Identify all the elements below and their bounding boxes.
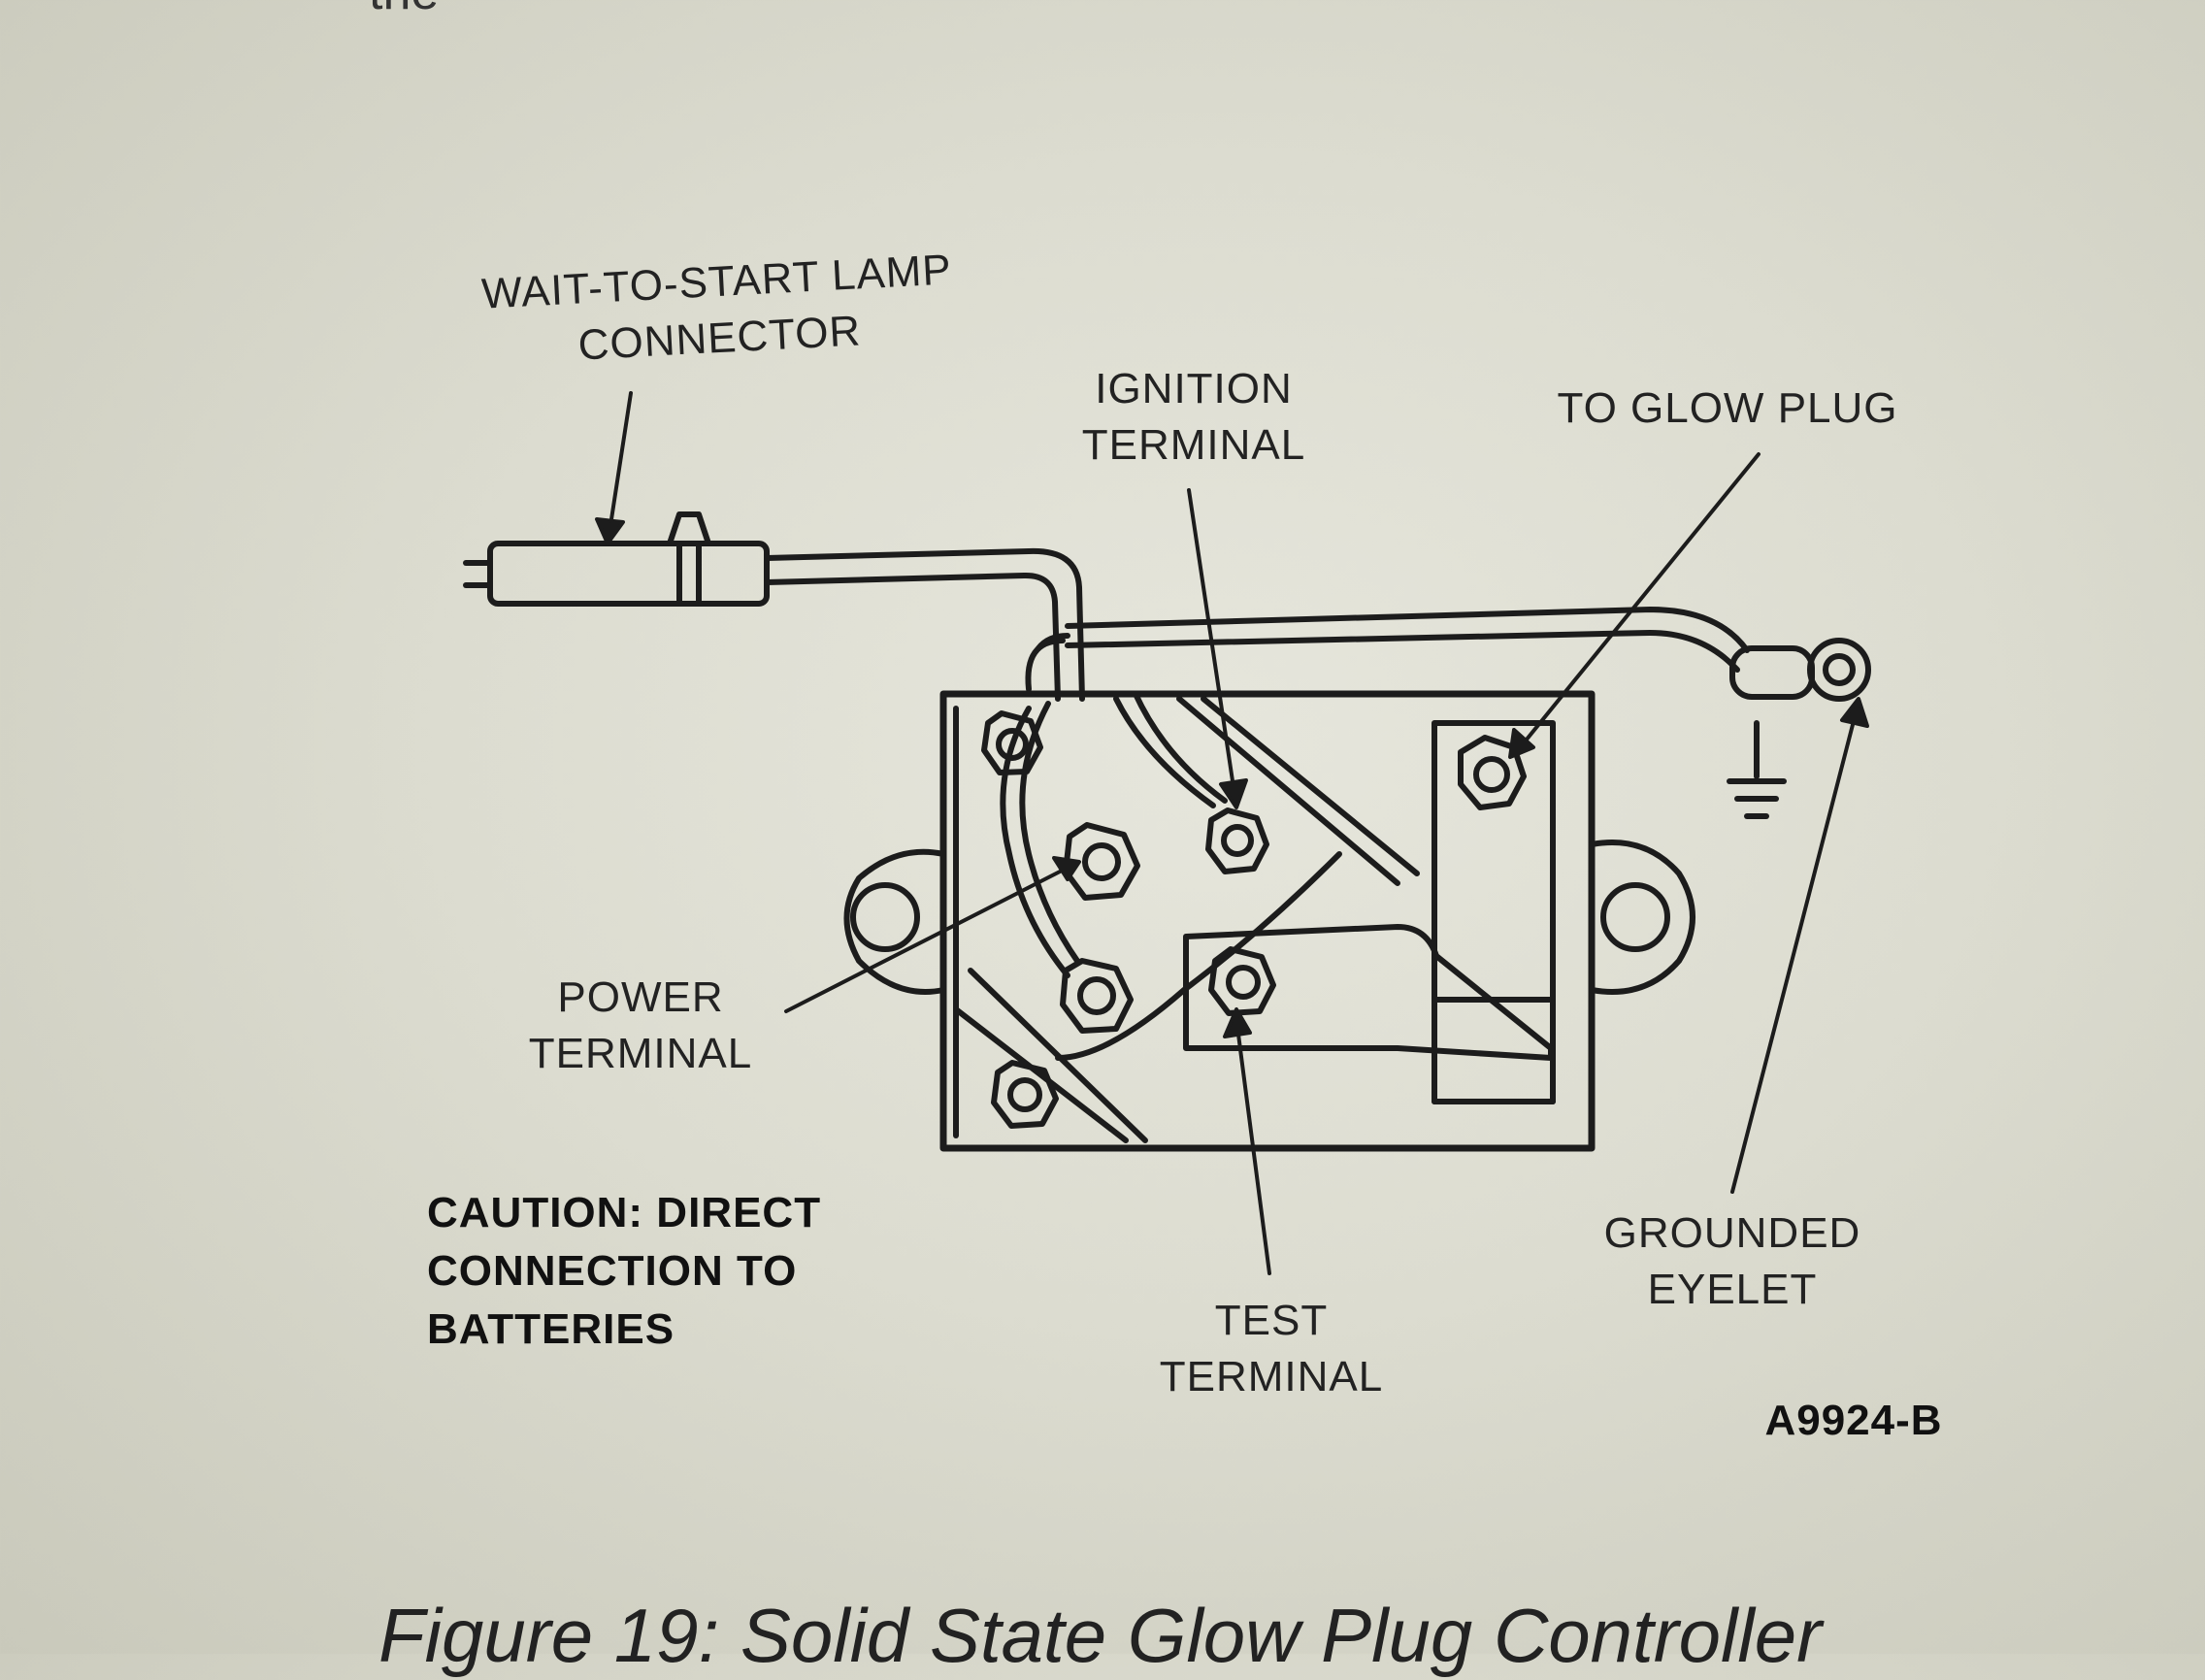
- to-glow-plug-label: TO GLOW PLUG: [1495, 380, 1960, 437]
- lower-nut: [1060, 958, 1134, 1034]
- grounded-eyelet-label: GROUNDED EYELET: [1553, 1205, 1912, 1318]
- power-nut: [1063, 822, 1140, 901]
- corner-nut-top: [981, 710, 1043, 775]
- grounded-line-1: GROUNDED: [1603, 1209, 1861, 1257]
- ignition-line-2: TERMINAL: [1081, 421, 1306, 469]
- test-line-2: TERMINAL: [1159, 1353, 1384, 1400]
- lamp-harness-wire: [764, 547, 1085, 702]
- power-line-2: TERMINAL: [528, 1030, 753, 1077]
- figure-caption: Figure 19: Solid State Glow Plug Control…: [378, 1593, 1823, 1678]
- caution-line-1: CAUTION: DIRECT: [427, 1189, 822, 1236]
- test-terminal-strap: [1183, 924, 1554, 1061]
- ignition-terminal-label: IGNITION TERMINAL: [1048, 361, 1339, 474]
- grounded-line-2: EYELET: [1647, 1266, 1818, 1313]
- caution-line-3: BATTERIES: [427, 1305, 675, 1353]
- test-line-1: TEST: [1214, 1297, 1329, 1344]
- ignition-nut: [1205, 807, 1269, 874]
- test-terminal-label: TEST TERMINAL: [1116, 1293, 1427, 1405]
- lamp-connector-plug: [463, 511, 770, 607]
- controller-housing: [843, 690, 1695, 1152]
- test-nut: [1208, 946, 1276, 1016]
- caution-line-2: CONNECTION TO: [427, 1247, 798, 1295]
- grounded-eyelet-terminal: [1727, 638, 1871, 819]
- to-glow-plug-line-1: TO GLOW PLUG: [1557, 384, 1898, 432]
- glow-plug-bus-bar: [1432, 720, 1556, 1104]
- glow-plug-wire: [1065, 607, 1750, 653]
- ignition-line-1: IGNITION: [1095, 365, 1293, 412]
- leader-lines: [595, 391, 1869, 1275]
- power-terminal-label: POWER TERMINAL: [505, 970, 776, 1082]
- caution-label: CAUTION: DIRECT CONNECTION TO BATTERIES: [427, 1184, 893, 1359]
- power-line-1: POWER: [557, 973, 724, 1021]
- figure-code: A9924-B: [1764, 1397, 1943, 1444]
- cut-off-text: the: [369, 0, 439, 21]
- corner-nut-bottom: [991, 1060, 1059, 1129]
